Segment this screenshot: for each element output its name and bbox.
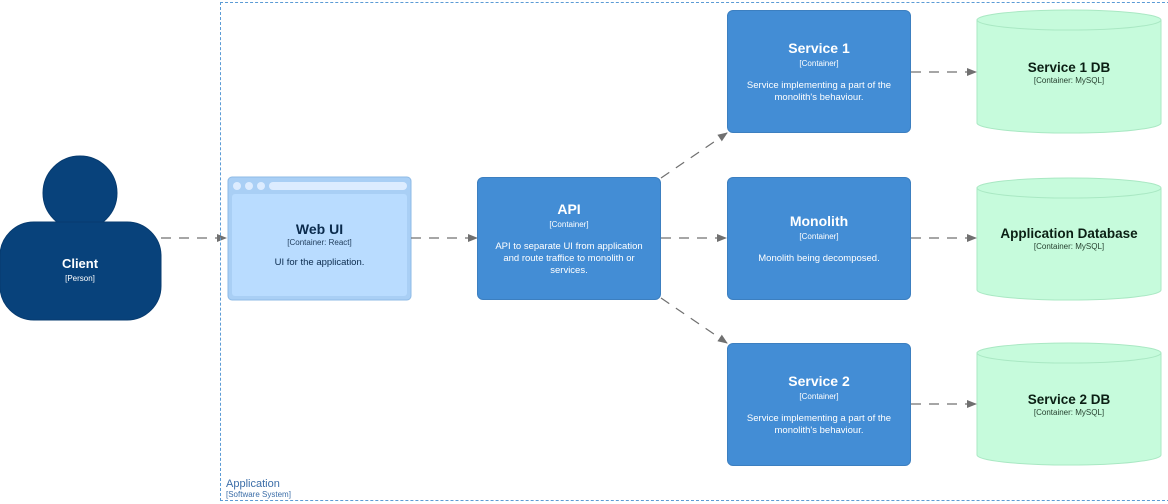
service2-db-type: [Container: MySQL] [1033,407,1105,417]
arrow-api-to-service2 [660,297,728,344]
client-name: Client [61,256,99,271]
boundary-type: [Software System] [226,490,291,499]
api-type: [Container] [549,220,589,229]
api-description: API to separate UI from application and … [495,241,643,276]
service2-container[interactable]: Service 2 [Container] Service implementi… [727,343,911,466]
service1-db-type: [Container: MySQL] [1033,75,1105,85]
monolith-type: [Container] [799,232,839,241]
service2-db-cylinder[interactable] [976,342,1162,466]
web-ui-description: UI for the application. [274,257,365,268]
window-dot-icon [245,182,253,190]
service1-name: Service 1 [788,40,850,56]
web-ui-container[interactable] [227,176,412,301]
app-db-name: Application Database [1000,225,1138,241]
service2-db-name: Service 2 DB [1027,391,1111,407]
api-container[interactable]: API [Container] API to separate UI from … [477,177,661,300]
service1-description: Service implementing a part of the monol… [746,80,892,103]
service1-db-cylinder[interactable] [976,9,1162,134]
client-body [0,221,162,321]
service1-container[interactable]: Service 1 [Container] Service implementi… [727,10,911,133]
client-head [42,155,118,231]
service2-db-label: Service 2 DB [Container: MySQL] [977,372,1161,436]
app-db-type: [Container: MySQL] [1033,241,1105,251]
client-person[interactable] [0,155,162,321]
service2-description: Service implementing a part of the monol… [746,413,892,436]
monolith-description: Monolith being decomposed. [758,253,880,264]
window-dot-icon [257,182,265,190]
window-dot-icon [233,182,241,190]
monolith-name: Monolith [789,213,849,229]
app-db-cylinder[interactable] [976,177,1162,301]
client-type: [Person] [65,274,95,283]
address-bar [269,182,407,190]
api-name: API [557,201,581,217]
service1-db-label: Service 1 DB [Container: MySQL] [977,40,1161,104]
web-ui-name: Web UI [295,221,344,237]
web-ui-label: Web UI [Container: React] UI for the app… [232,193,407,296]
app-db-label: Application Database [Container: MySQL] [977,206,1161,270]
service1-type: [Container] [799,59,839,68]
web-ui-type: [Container: React] [287,238,352,247]
software-system-boundary [220,2,1168,501]
service2-name: Service 2 [788,373,850,389]
boundary-name: Application [226,478,280,490]
service1-db-name: Service 1 DB [1027,59,1111,75]
web-ui-content-area [232,194,407,296]
monolith-container[interactable]: Monolith [Container] Monolith being deco… [727,177,911,300]
arrow-api-to-service1 [660,132,728,179]
service2-type: [Container] [799,392,839,401]
